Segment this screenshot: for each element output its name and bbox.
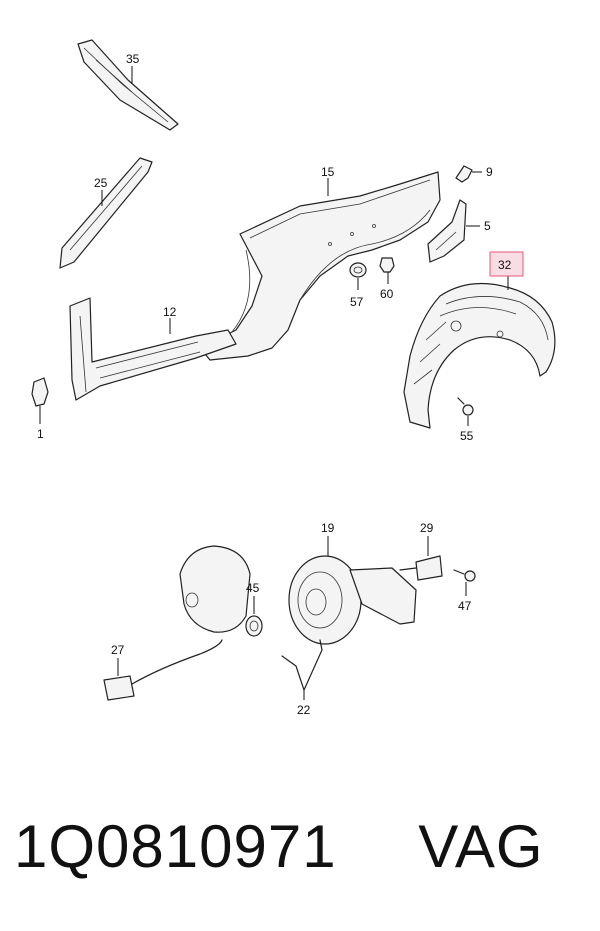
callout-35: 35 <box>126 52 140 66</box>
callout-15: 15 <box>321 165 335 179</box>
part-5-bracket: 5 <box>427 199 491 263</box>
part-15-quarter-panel: 15 <box>199 165 441 361</box>
part-1-bracket: 1 <box>31 377 49 441</box>
callout-19: 19 <box>321 521 335 535</box>
splash-shield <box>179 545 251 633</box>
callout-12: 12 <box>163 305 177 319</box>
part-45-grommet: 45 <box>245 581 263 637</box>
part-22-hose: 22 <box>281 639 323 717</box>
callout-9: 9 <box>486 165 493 179</box>
callout-22: 22 <box>297 703 311 717</box>
callout-1: 1 <box>37 427 44 441</box>
part-57-grommet: 57 <box>349 262 367 309</box>
callout-32: 32 <box>498 258 512 272</box>
part-9-clip: 9 <box>455 165 493 183</box>
part-47-screw: 47 <box>453 569 476 613</box>
callout-27: 27 <box>111 643 125 657</box>
brand-name: VAG <box>418 813 544 880</box>
part-35-strip: 35 <box>77 39 179 131</box>
part-32-wheel-liner: 32 <box>403 251 556 429</box>
callout-29: 29 <box>420 521 434 535</box>
part-60-clip: 60 <box>379 257 395 301</box>
part-12-sill: 12 <box>69 297 237 401</box>
callout-55: 55 <box>460 429 474 443</box>
part-25-pillar: 25 <box>59 157 153 269</box>
callout-45: 45 <box>246 581 260 595</box>
part-19-filler-housing: 19 <box>288 521 417 645</box>
parts-diagram: 35 25 15 12 1 57 <box>31 39 556 717</box>
part-number: 1Q0810971 <box>14 813 337 880</box>
callout-5: 5 <box>484 219 491 233</box>
caption: 1Q0810971 VAG <box>14 812 594 892</box>
callout-25: 25 <box>94 176 108 190</box>
part-55-screw: 55 <box>457 397 474 443</box>
part-29-bracket: 29 <box>399 521 443 581</box>
callout-32-highlight <box>489 251 524 277</box>
callout-47: 47 <box>458 599 472 613</box>
part-27-connector: 27 <box>103 639 223 701</box>
callout-57: 57 <box>350 295 364 309</box>
callout-60: 60 <box>380 287 394 301</box>
